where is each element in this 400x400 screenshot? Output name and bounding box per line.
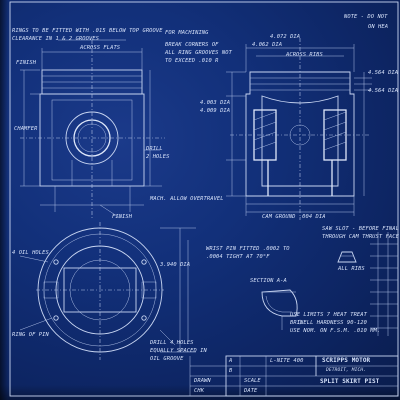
sheet-border xyxy=(9,1,399,397)
tb-company: SCRIPPS MOTOR xyxy=(322,357,371,364)
drill-note: DRILL xyxy=(146,146,163,152)
across-flats-note: ACROSS FLATS xyxy=(80,45,121,51)
cam-ground-note: CAM GROUND .004 DIA xyxy=(262,214,326,220)
equally-spaced-note: EQUALLY SPACED IN xyxy=(150,348,207,354)
piston-section-view xyxy=(226,38,372,220)
all-ring-grooves-note: ALL RING GROOVES NOT xyxy=(165,50,232,56)
clearance-note: CLEARANCE IN 1 & 2 GROOVES xyxy=(12,36,99,42)
hardness-note: BRINELL HARDNESS 90-120 xyxy=(290,320,367,326)
mach-allow-note: MACH. ALLOW OVERTRAVEL xyxy=(150,196,224,202)
title-block-lines xyxy=(189,355,399,397)
dim-right-f: 4.564 DIA xyxy=(368,88,399,94)
tb-date-label: DATE xyxy=(244,388,258,394)
dim-left-c: 4.003 DIA xyxy=(200,100,231,106)
holes-note: 2 HOLES xyxy=(146,154,170,160)
wrist-pin-note-2: .0004 TIGHT AT 70°F xyxy=(206,254,270,260)
finish-bottom-note: FINISH xyxy=(112,214,133,220)
on-heads-note: ON HEA xyxy=(368,24,389,30)
oil-groove-note: OIL GROOVE xyxy=(150,356,184,362)
for-machining-note: FOR MACHINING xyxy=(165,30,209,36)
use-limits-note: USE LIMITS 7 HEAT TREAT xyxy=(290,312,367,318)
through-cam-note: THROUGH CAM THRUST FACE xyxy=(322,234,399,240)
tb-checked-label: CHK xyxy=(194,388,205,394)
tb-drawn-label: DRAWN xyxy=(194,378,211,384)
tb-letter-b: B xyxy=(229,368,233,374)
saw-slot-note: SAW SLOT - BEFORE FINAL xyxy=(322,226,399,232)
tb-letter-a: A xyxy=(229,358,233,364)
drill-4-note: DRILL 4 HOLES xyxy=(150,340,194,346)
piston-elevation-view xyxy=(20,39,165,220)
tb-material: L-NITE 400 xyxy=(270,358,304,364)
ring-fit-note: RINGS TO BE FITTED WITH .015 BELOW TOP G… xyxy=(12,28,163,34)
break-corners-note: BREAK CORNERS OF xyxy=(165,42,219,48)
all-ribs-label: ALL RIBS xyxy=(338,266,365,272)
dim-top-a: 4.072 DIA xyxy=(270,34,301,40)
revision-table xyxy=(370,232,398,336)
dim-left-d: 4.009 DIA xyxy=(200,108,231,114)
finish-top-note: FINISH xyxy=(16,60,37,66)
ring-pin-note: RING OF PIN xyxy=(12,332,49,338)
use-nom-note: USE NOM. ON F.S.M. .010 MM. xyxy=(290,328,381,334)
section-a-a-detail xyxy=(261,289,303,330)
dim-plan-g: 3.940 DIA xyxy=(160,262,191,268)
section-label: SECTION A-A xyxy=(250,278,287,284)
wrist-pin-note: WRIST PIN FITTED .0002 TO xyxy=(206,246,290,252)
oil-holes-note: 4 OIL HOLES xyxy=(12,250,49,256)
dim-top-b: 4.062 DIA xyxy=(252,42,283,48)
note-do-not: NOTE - DO NOT xyxy=(344,14,388,20)
chamfer-note: CHAMFER xyxy=(14,126,38,132)
tb-drawing-title: SPLIT SKIRT PIST xyxy=(320,378,380,385)
to-exceed-note: TO EXCEED .010 R xyxy=(165,58,219,64)
tb-scale-label: SCALE xyxy=(244,378,261,384)
all-ribs-detail xyxy=(337,251,357,263)
across-ribs-note: ACROSS RIBS xyxy=(286,52,323,58)
tb-company-sub: DETROIT, MICH. xyxy=(326,368,367,373)
piston-plan-view xyxy=(19,222,196,360)
dim-right-e: 4.564 DIA xyxy=(368,70,399,76)
